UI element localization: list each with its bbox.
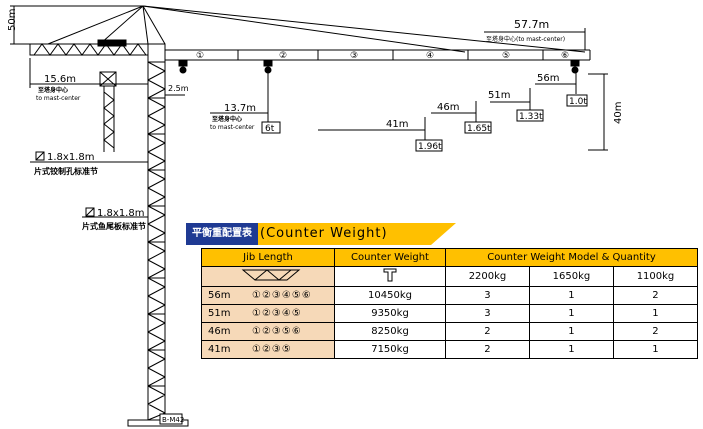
mast-section-2-size: 1.8x1.8m — [97, 208, 144, 219]
load-value-56: 1.0t — [569, 97, 587, 107]
cab-offset-label: 2.5m — [168, 84, 189, 93]
row-sections: ①②③④⑤⑥ — [252, 290, 312, 302]
row-q3: 2 — [612, 286, 699, 306]
load-6t-label: 6t — [265, 124, 275, 134]
counter-weight-title-bar: 平衡重配置表 (Counter Weight) — [186, 223, 456, 245]
row-sections: ①②③⑤ — [252, 344, 292, 355]
jib-section-3: ③ — [350, 51, 358, 61]
load-value-51: 1.33t — [519, 112, 543, 122]
row-length: 51m — [208, 308, 231, 320]
row-weight: 10450kg — [334, 286, 446, 306]
header-counter-weight: Counter Weight — [334, 248, 446, 267]
jib-section-labels: ① ② ③ ④ ⑤ ⑥ — [196, 51, 569, 61]
row-sections: ①②③⑤⑥ — [252, 326, 302, 338]
height-dimension — [10, 5, 143, 45]
load-box-51 — [516, 109, 544, 122]
load-radius-56: 56m — [537, 73, 559, 84]
row-q3: 1 — [612, 340, 699, 359]
header-model-quantity: Counter Weight Model & Quantity — [445, 248, 698, 267]
row-q2: 1 — [528, 304, 614, 324]
counter-weight-title-cn: 平衡重配置表 — [186, 223, 258, 245]
jib-icon-cell — [201, 265, 335, 288]
table-row: 41m ①②③⑤ 7150kg 2 1 1 — [201, 340, 699, 359]
model-2-header: 1650kg — [528, 265, 614, 288]
row-q2: 1 — [528, 322, 614, 342]
height-label: 50m — [7, 9, 18, 31]
row-q3: 2 — [612, 322, 699, 342]
counterweight-icon — [383, 268, 397, 282]
jib-section-6: ⑥ — [561, 51, 569, 61]
row-weight: 9350kg — [334, 304, 446, 324]
load-6t-box — [261, 121, 281, 134]
row-length: 56m — [208, 290, 231, 302]
table-row: 51m ①②③④⑤ 9350kg 3 1 1 — [201, 304, 699, 324]
model-1-header: 2200kg — [445, 265, 530, 288]
load-box-56 — [566, 94, 588, 107]
load-box-41 — [415, 139, 443, 152]
table-row: 56m ①②③④⑤⑥ 10450kg 3 1 2 — [201, 286, 699, 306]
model-tag-box — [159, 413, 183, 425]
main-jib — [165, 49, 591, 61]
mast-section-1-name: 片式铰制孔标准节 — [34, 166, 98, 176]
max-radius-note: 至塔身中心(to mast-center) — [486, 35, 565, 43]
max-radius-dimension — [484, 28, 586, 50]
row-weight: 8250kg — [334, 322, 446, 342]
icon-row: 2200kg 1650kg 1100kg — [201, 265, 699, 288]
trolley-hooks — [178, 59, 580, 122]
row-sections: ①②③④⑤ — [252, 308, 302, 320]
row-q2: 1 — [528, 340, 614, 359]
load-value-41: 1.96t — [418, 142, 442, 152]
mini-mast-sketch — [99, 71, 117, 152]
load-radius-46: 46m — [437, 102, 459, 113]
mast-section-2-name: 片式鱼尾板标准节 — [82, 221, 146, 231]
row-length: 46m — [208, 326, 231, 338]
jib-length-cell: 51m ①②③④⑤ — [201, 304, 335, 324]
radius-6t-note-en: to mast-center — [210, 124, 255, 131]
jib-length-cell: 46m ①②③⑤⑥ — [201, 322, 335, 342]
counter-jib-note-cn: 至塔身中心 — [38, 86, 68, 94]
model-3-header: 1100kg — [612, 265, 699, 288]
row-q2: 1 — [528, 286, 614, 306]
counter-weight-title-en: (Counter Weight) — [260, 226, 388, 241]
row-q1: 3 — [445, 286, 530, 306]
model-tag: B-M42 — [162, 416, 184, 424]
counter-jib-label: 15.6m — [44, 74, 76, 85]
load-radius-51: 51m — [488, 90, 510, 101]
radius-6t-note-cn: 至塔身中心 — [212, 115, 242, 123]
radius-6t-label: 13.7m — [224, 103, 256, 114]
jib-section-2: ② — [279, 51, 287, 61]
counter-jib-dimension — [29, 58, 148, 88]
tower-head — [47, 5, 586, 63]
jib-section-4: ④ — [426, 51, 434, 61]
row-q1: 2 — [445, 340, 530, 359]
load-box-46 — [464, 121, 492, 134]
weight-icon-cell — [334, 265, 446, 288]
mast-section-1-size: 1.8x1.8m — [47, 152, 94, 163]
row-weight: 7150kg — [334, 340, 446, 359]
header-jib-length: Jib Length — [201, 248, 335, 267]
right-height-label: 40m — [613, 102, 624, 124]
row-q1: 2 — [445, 322, 530, 342]
jib-section-1: ① — [196, 51, 204, 61]
jib-length-cell: 41m ①②③⑤ — [201, 340, 335, 359]
jib-length-cell: 56m ①②③④⑤⑥ — [201, 286, 335, 306]
counter-jib — [29, 39, 149, 56]
load-chart — [318, 73, 608, 151]
counter-jib-note-en: to mast-center — [36, 95, 81, 102]
row-q1: 3 — [445, 304, 530, 324]
row-length: 41m — [208, 344, 231, 355]
table-row: 46m ①②③⑤⑥ 8250kg 2 1 2 — [201, 322, 699, 342]
tower-mast — [127, 61, 189, 427]
header-row: Jib Length Counter Weight Counter Weight… — [201, 248, 698, 267]
jib-section-5: ⑤ — [502, 51, 510, 61]
jib-truss-icon — [241, 269, 301, 281]
load-value-46: 1.65t — [467, 124, 491, 134]
row-q3: 1 — [612, 304, 699, 324]
max-radius-label: 57.7m — [514, 18, 549, 31]
counter-weight-table: Jib Length Counter Weight Counter Weight… — [201, 248, 699, 359]
mast-section-callouts — [30, 151, 148, 218]
load-radius-41: 41m — [386, 119, 408, 130]
